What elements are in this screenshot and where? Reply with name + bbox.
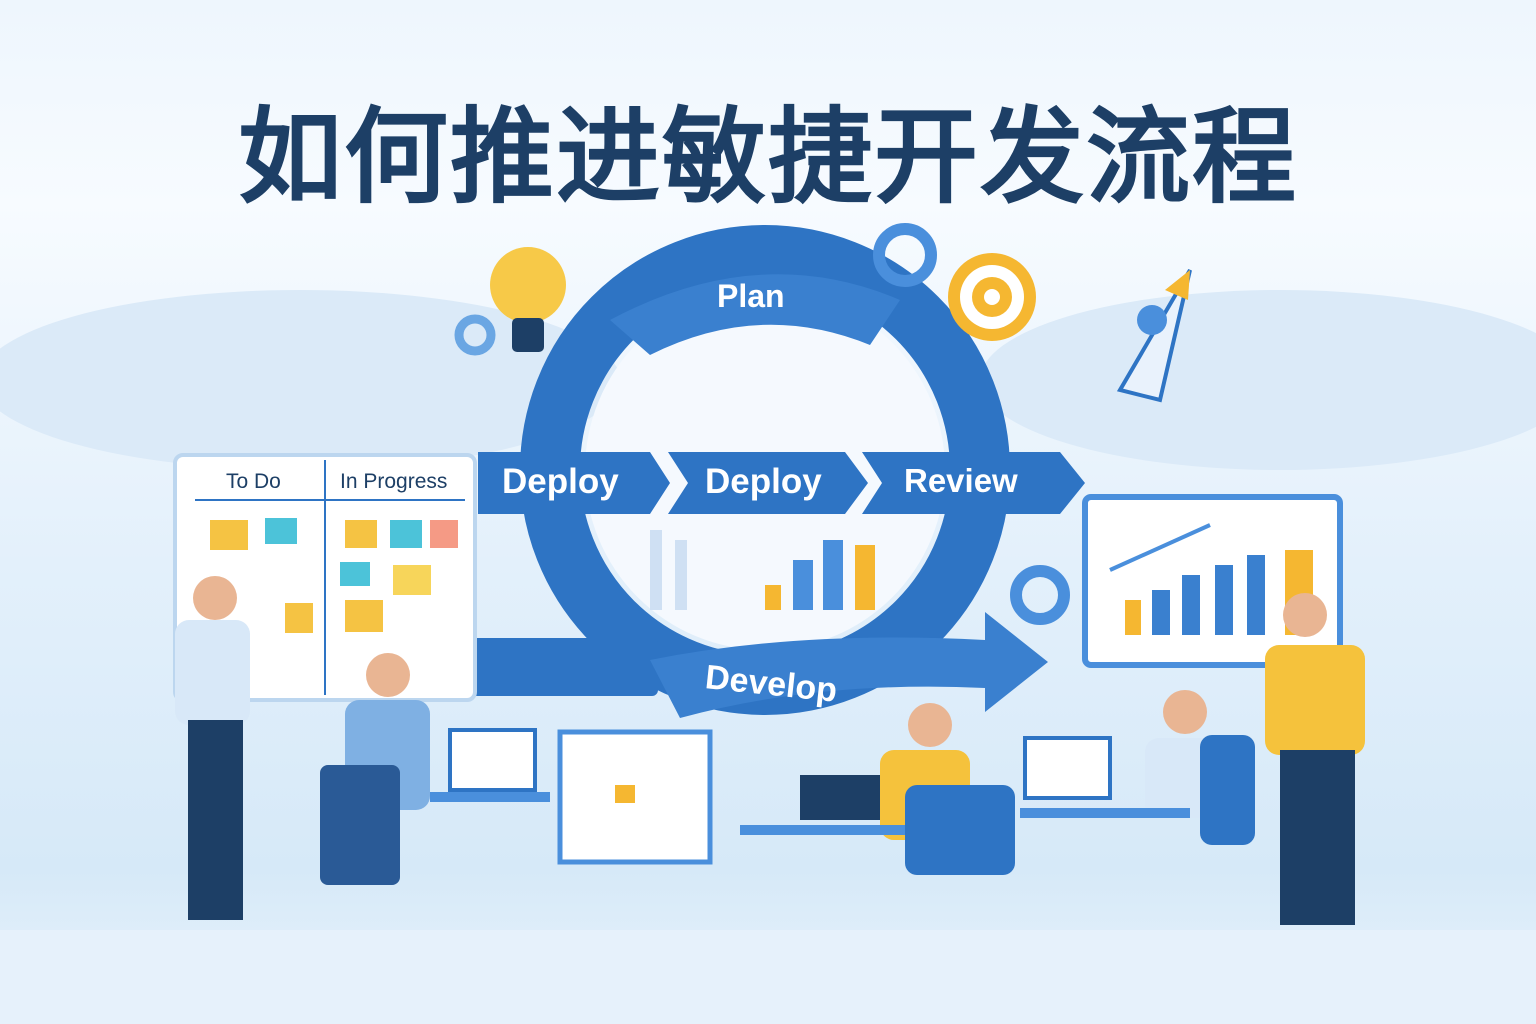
page-title: 如何推进敏捷开发流程 <box>237 96 1298 218</box>
person-seated-laptop <box>320 653 550 885</box>
gear-icon <box>454 314 496 356</box>
target-icon <box>948 253 1036 341</box>
rocket-icon <box>1116 268 1192 403</box>
deploy-arrow-1 <box>478 452 670 514</box>
review-arrow <box>862 452 1085 514</box>
person-presenting-right <box>1265 593 1365 925</box>
cycle-label-deploy-1: Deploy <box>502 462 619 501</box>
deploy-arrow-2 <box>668 452 868 514</box>
sticky-notes <box>210 518 458 633</box>
lightbulb-icon <box>490 247 566 323</box>
gear-icon <box>1010 565 1070 625</box>
flipchart <box>557 729 713 865</box>
background-cloud <box>980 290 1536 470</box>
develop-tail <box>428 638 658 696</box>
person-seated-woman-blue <box>1020 690 1255 845</box>
kanban-column-in-progress: In Progress <box>340 470 448 493</box>
board-bar-chart <box>1109 523 1313 635</box>
gear-icon <box>873 223 937 287</box>
chart-board <box>1082 494 1343 668</box>
plan-arrow <box>610 274 900 355</box>
kanban-column-todo: To Do <box>226 470 281 493</box>
cycle-label-deploy-2: Deploy <box>705 462 822 501</box>
cycle-label-review: Review <box>904 462 1018 499</box>
cycle-label-plan: Plan <box>717 278 785 314</box>
person-seated-woman-yellow <box>740 703 1015 875</box>
develop-arrow <box>650 612 1048 718</box>
floor <box>0 930 1536 1024</box>
background-cloud <box>0 290 620 470</box>
center-bar-chart <box>650 530 875 610</box>
person-standing-left <box>175 576 250 920</box>
